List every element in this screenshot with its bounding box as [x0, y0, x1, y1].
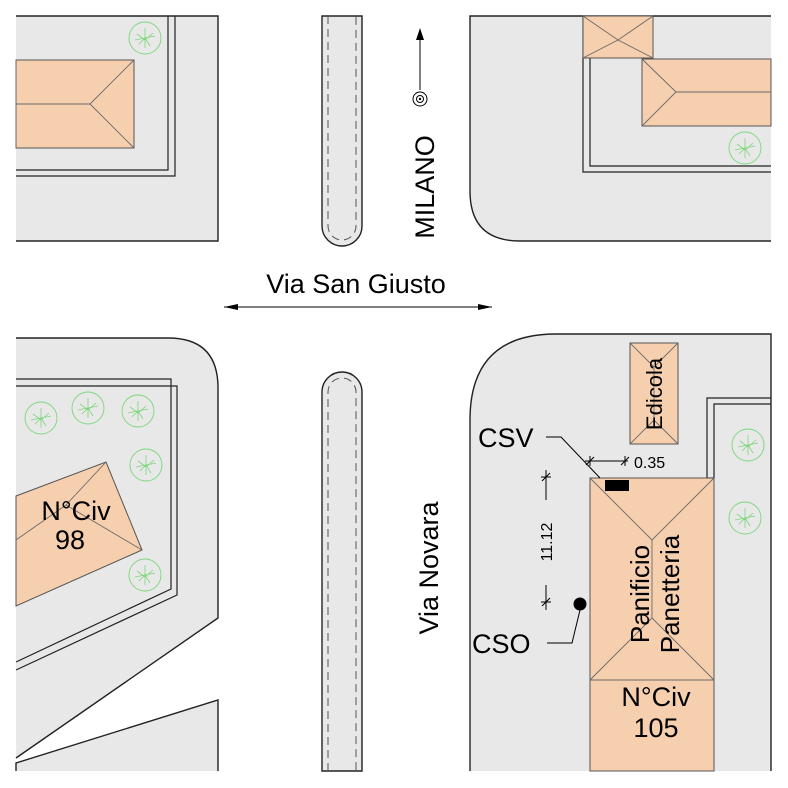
tree-icon	[128, 558, 162, 592]
block-bottom-left-corner	[15, 699, 219, 771]
civic-number-105-line2: 105	[633, 713, 678, 743]
building-top-right-small	[582, 15, 654, 59]
civic-number-98-line2: 98	[55, 525, 85, 555]
tree-icon	[24, 401, 58, 435]
building-panificio	[589, 477, 715, 772]
shop-label-line1: Panificio	[625, 545, 655, 643]
direction-arrow-icon	[412, 28, 428, 107]
lot-wall-bottom-left	[15, 378, 178, 671]
tree-icon	[731, 428, 765, 462]
dimension-horizontal-value: 0.35	[634, 455, 665, 472]
dimension-vertical-value: 11.12	[539, 522, 556, 561]
tree-icon	[71, 391, 105, 425]
cso-leader-line	[547, 609, 581, 644]
civic-number-98-line1: N°Civ	[41, 496, 111, 526]
lot-wall-top-right	[582, 16, 771, 173]
kiosk-label: Edicola	[642, 357, 667, 430]
csv-label: CSV	[478, 423, 534, 453]
tree-icon	[728, 131, 762, 165]
median-top	[321, 15, 363, 247]
tree-icon	[129, 448, 163, 482]
civic-number-105-line1: N°Civ	[621, 682, 691, 712]
cso-label: CSO	[472, 629, 531, 659]
tree-icon	[128, 21, 162, 55]
csv-box-marker	[605, 480, 629, 491]
tree-icon	[121, 394, 155, 428]
direction-label-milano: MILANO	[410, 135, 440, 239]
dimension-horizontal	[585, 456, 630, 466]
shop-label-line2: Panetteria	[655, 534, 685, 653]
tree-icon	[728, 501, 762, 535]
building-top-left	[15, 59, 135, 149]
cso-point-marker	[573, 597, 587, 611]
building-top-right	[641, 58, 772, 127]
building-civ-98	[15, 461, 143, 607]
dimension-vertical	[541, 470, 551, 610]
street-label-san-giusto: Via San Giusto	[266, 269, 446, 299]
street-label-novara: Via Novara	[414, 500, 444, 634]
street-arrow-icon	[224, 304, 492, 310]
building-edicola	[629, 342, 679, 445]
median-bottom	[321, 371, 363, 772]
lot-wall-top-left	[16, 16, 176, 177]
